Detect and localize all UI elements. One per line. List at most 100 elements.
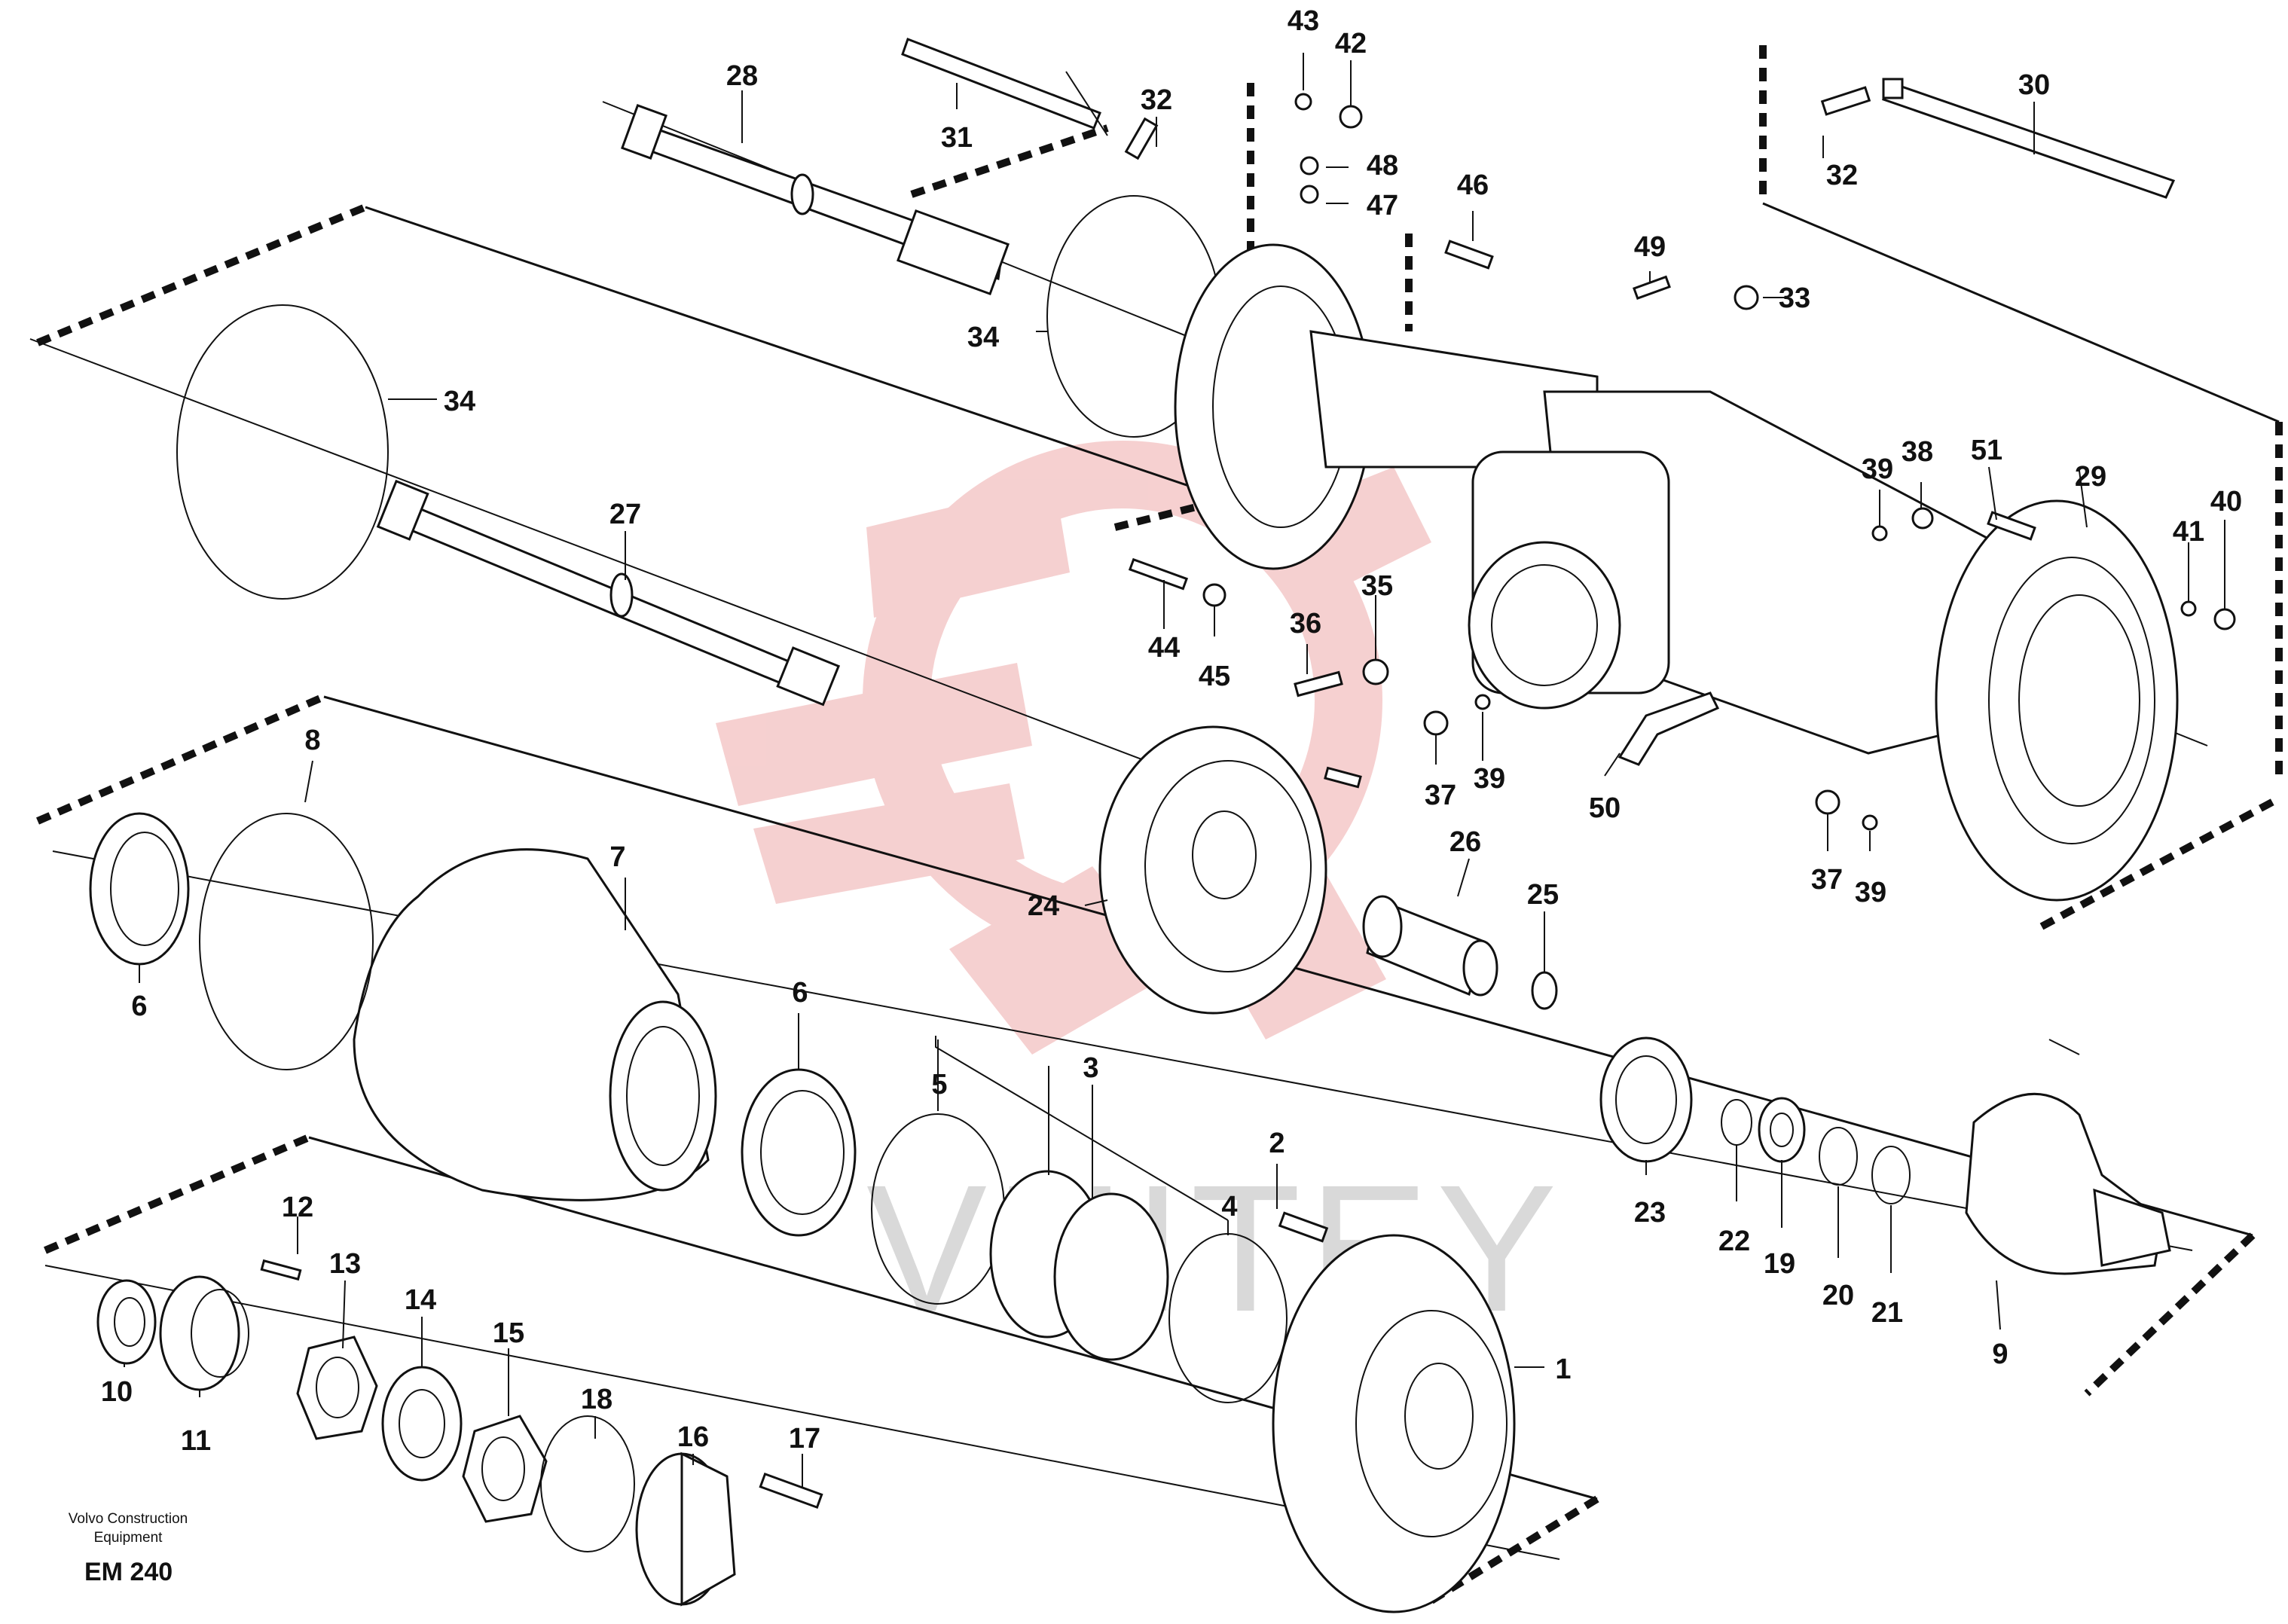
label-39-right: 39	[1855, 877, 1886, 908]
rod-30	[1881, 78, 2176, 199]
nut-15	[462, 1415, 548, 1523]
bolt-51	[1987, 511, 2036, 541]
bolt-32-right	[1820, 86, 1871, 116]
label-20: 20	[1822, 1280, 1854, 1311]
credit-line-1: Volvo Construction	[69, 1511, 188, 1527]
ring-20	[1819, 1127, 1858, 1186]
breather-47	[1300, 185, 1319, 204]
label-23: 23	[1634, 1197, 1666, 1229]
label-18: 18	[581, 1384, 612, 1415]
housing-7	[353, 848, 717, 1201]
label-15: 15	[493, 1317, 524, 1349]
bolt-2	[1278, 1211, 1329, 1243]
label-33: 33	[1779, 282, 1810, 314]
part-labels: 1 2 3 4 5 6 6 7 8 9 10 11 12 13 14 15 16…	[101, 5, 2242, 1457]
label-44: 44	[1148, 632, 1180, 664]
lock-washer-14	[381, 1366, 463, 1482]
axle-housing-29	[1174, 243, 2179, 902]
label-5: 5	[931, 1069, 947, 1100]
plug-40	[2213, 608, 2236, 630]
label-50: 50	[1589, 792, 1621, 824]
cover-16	[635, 1452, 736, 1607]
label-41: 41	[2173, 516, 2204, 548]
bolt-46	[1444, 240, 1494, 270]
label-3: 3	[1083, 1052, 1098, 1084]
plug-48	[1300, 156, 1319, 176]
shaft-27	[376, 479, 841, 707]
plug-38	[1911, 507, 1934, 530]
plug-42	[1339, 105, 1363, 129]
label-34-right: 34	[967, 322, 999, 353]
label-37-left: 37	[1425, 780, 1456, 811]
label-25: 25	[1527, 879, 1559, 911]
gear-23	[1599, 1036, 1693, 1163]
washer-41	[2180, 600, 2197, 617]
label-21: 21	[1871, 1297, 1903, 1329]
label-31: 31	[941, 122, 973, 154]
label-6-left: 6	[131, 991, 147, 1022]
bearing-6-left	[89, 812, 190, 966]
label-11: 11	[181, 1425, 211, 1457]
credit-line-2: Equipment	[94, 1530, 163, 1546]
label-32-right: 32	[1826, 160, 1858, 191]
gear-26	[1362, 895, 1498, 997]
label-35: 35	[1361, 570, 1393, 602]
label-9: 9	[1992, 1339, 2008, 1370]
plug-37-left	[1423, 710, 1449, 736]
seal-3	[989, 1170, 1169, 1361]
flange-11	[159, 1275, 249, 1391]
hub-1	[1272, 1234, 1516, 1613]
label-4: 4	[1221, 1191, 1237, 1223]
label-1: 1	[1555, 1354, 1571, 1385]
washer-39-right	[1862, 814, 1878, 831]
label-30: 30	[2018, 69, 2050, 101]
bolt-32-top	[1124, 117, 1159, 160]
plug-37-right	[1815, 789, 1840, 815]
label-13: 13	[329, 1248, 361, 1280]
label-49: 49	[1634, 231, 1666, 263]
washer-25	[1531, 971, 1558, 1010]
label-26: 26	[1449, 826, 1481, 858]
figure-code: EM 240	[84, 1558, 173, 1586]
label-22: 22	[1718, 1226, 1750, 1257]
brake-assembly-24	[1098, 725, 1327, 1015]
breather-33	[1734, 285, 1759, 310]
label-43: 43	[1288, 5, 1319, 37]
snap-ring-8	[199, 813, 374, 1070]
shaft-9	[1965, 1092, 2171, 1275]
label-16: 16	[677, 1421, 709, 1453]
label-38: 38	[1902, 436, 1933, 468]
pin-12	[260, 1259, 302, 1281]
stud-44	[1128, 557, 1189, 591]
label-17: 17	[789, 1423, 820, 1455]
washer-43	[1294, 93, 1312, 111]
label-48: 48	[1367, 150, 1398, 182]
watermark-logo	[716, 441, 1431, 1055]
washer-39-left	[1474, 694, 1491, 710]
label-29: 29	[2075, 461, 2106, 493]
washer-39-top	[1871, 525, 1888, 542]
label-40: 40	[2210, 486, 2242, 517]
washer-10	[96, 1279, 157, 1365]
label-7: 7	[609, 841, 625, 873]
washer-35	[1362, 658, 1389, 685]
ring-21	[1871, 1146, 1911, 1204]
gear-19	[1758, 1097, 1806, 1163]
label-34-left: 34	[444, 386, 475, 417]
label-46: 46	[1457, 169, 1489, 201]
label-37-right: 37	[1811, 864, 1843, 896]
sensor-50	[1617, 691, 1720, 766]
o-ring-34-left	[176, 304, 389, 600]
label-2: 2	[1269, 1128, 1285, 1159]
label-32-top: 32	[1141, 84, 1172, 116]
bolt-36	[1294, 670, 1343, 698]
leader-lines	[124, 53, 2225, 1488]
o-ring-18	[540, 1415, 635, 1552]
pin-49	[1633, 275, 1671, 301]
label-10: 10	[101, 1376, 133, 1408]
nut-13	[296, 1336, 378, 1440]
label-39-top: 39	[1862, 453, 1893, 485]
label-27: 27	[609, 499, 641, 530]
shaft-28	[621, 104, 1010, 296]
